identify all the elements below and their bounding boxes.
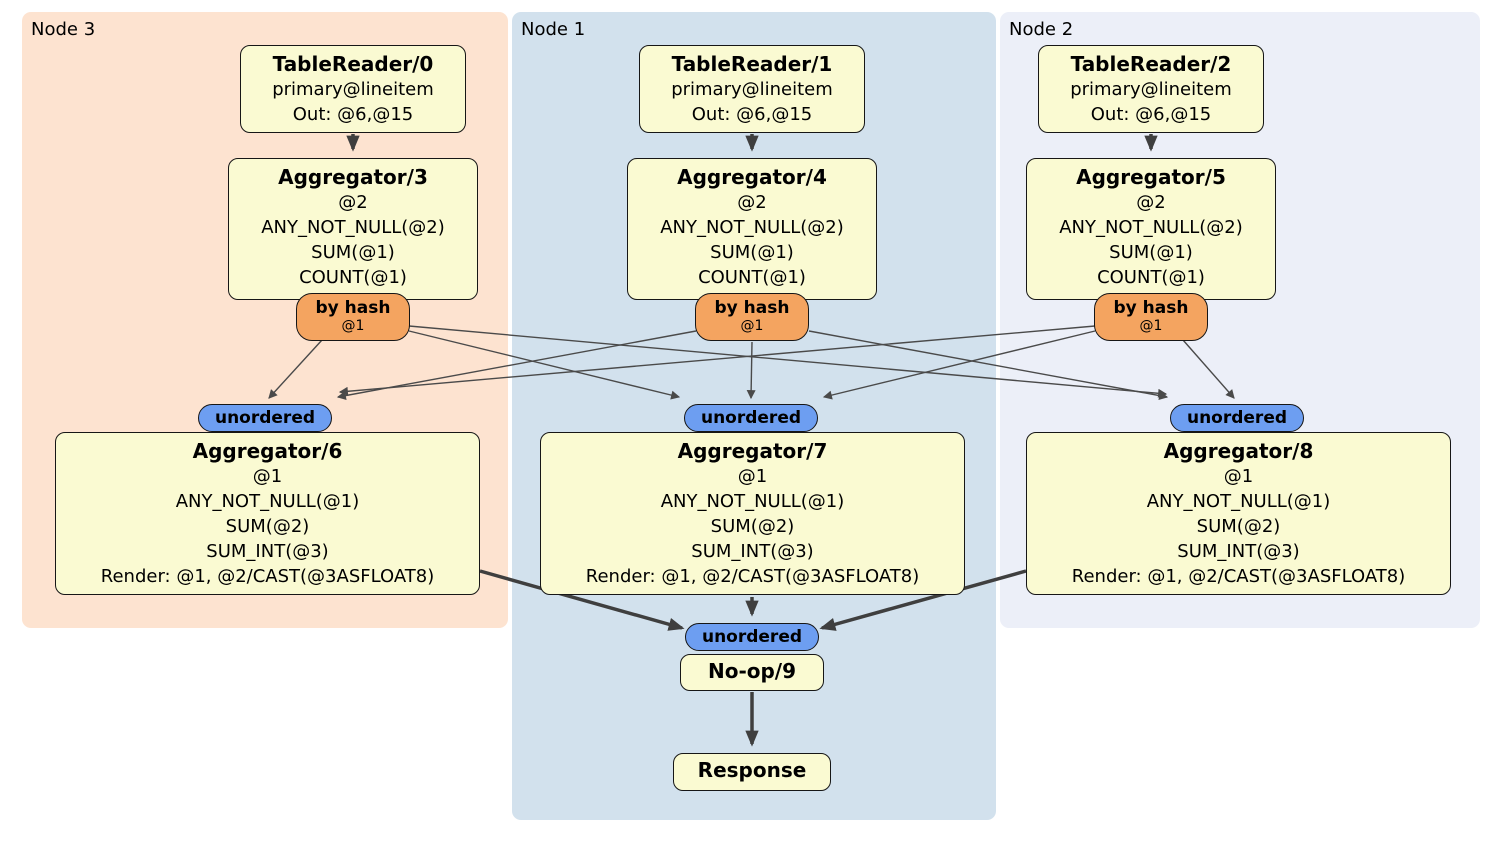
processor-title: Response: [697, 758, 807, 782]
processor-aggregator-4: Aggregator/4 @2 ANY_NOT_NULL(@2) SUM(@1)…: [627, 158, 877, 300]
processor-noop-9: No-op/9: [680, 654, 824, 691]
processor-title: Aggregator/5: [1076, 165, 1226, 189]
stream-unordered-node1: unordered: [684, 404, 818, 432]
processor-detail: COUNT(@1): [1097, 267, 1205, 288]
processor-aggregator-5: Aggregator/5 @2 ANY_NOT_NULL(@2) SUM(@1)…: [1026, 158, 1276, 300]
router-label: by hash: [1113, 298, 1189, 318]
processor-detail: ANY_NOT_NULL(@2): [660, 217, 844, 238]
processor-response: Response: [673, 753, 831, 791]
processor-detail: primary@lineitem: [1070, 79, 1232, 100]
router-by-hash-node3: by hash @1: [296, 293, 410, 341]
processor-detail: Out: @6,@15: [691, 104, 813, 125]
router-detail: @1: [740, 318, 764, 334]
processor-detail: ANY_NOT_NULL(@1): [1146, 491, 1331, 512]
processor-detail: SUM(@1): [311, 242, 395, 263]
processor-detail: @1: [252, 466, 283, 487]
processor-detail: @2: [1136, 192, 1166, 213]
processor-detail: Out: @6,@15: [292, 104, 414, 125]
processor-aggregator-3: Aggregator/3 @2 ANY_NOT_NULL(@2) SUM(@1)…: [228, 158, 478, 300]
processor-title: Aggregator/8: [1163, 439, 1314, 463]
processor-title: TableReader/0: [272, 52, 434, 76]
region-label: Node 3: [31, 19, 96, 40]
processor-aggregator-7: Aggregator/7 @1 ANY_NOT_NULL(@1) SUM(@2)…: [540, 432, 965, 595]
processor-detail: SUM(@2): [1196, 516, 1281, 537]
processor-detail: SUM(@2): [710, 516, 795, 537]
processor-detail: Render: @1, @2/CAST(@3ASFLOAT8): [1071, 566, 1406, 587]
processor-detail: Render: @1, @2/CAST(@3ASFLOAT8): [585, 566, 920, 587]
processor-detail: Render: @1, @2/CAST(@3ASFLOAT8): [100, 566, 435, 587]
processor-title: No-op/9: [707, 659, 797, 683]
processor-tablereader-1: TableReader/1 primary@lineitem Out: @6,@…: [639, 45, 865, 133]
processor-detail: COUNT(@1): [698, 267, 806, 288]
processor-title: Aggregator/7: [677, 439, 828, 463]
processor-detail: SUM(@1): [1109, 242, 1193, 263]
region-label: Node 2: [1009, 19, 1074, 40]
processor-detail: ANY_NOT_NULL(@2): [261, 217, 445, 238]
router-detail: @1: [1139, 318, 1163, 334]
processor-detail: @2: [737, 192, 767, 213]
router-detail: @1: [341, 318, 365, 334]
processor-tablereader-2: TableReader/2 primary@lineitem Out: @6,@…: [1038, 45, 1264, 133]
processor-detail: SUM(@1): [710, 242, 794, 263]
processor-title: TableReader/2: [1070, 52, 1232, 76]
router-label: by hash: [315, 298, 391, 318]
processor-detail: SUM(@2): [225, 516, 310, 537]
processor-detail: @1: [1223, 466, 1254, 487]
processor-tablereader-0: TableReader/0 primary@lineitem Out: @6,@…: [240, 45, 466, 133]
processor-detail: primary@lineitem: [671, 79, 833, 100]
processor-title: Aggregator/6: [192, 439, 343, 463]
router-label: by hash: [714, 298, 790, 318]
processor-detail: @1: [737, 466, 768, 487]
router-by-hash-node1: by hash @1: [695, 293, 809, 341]
processor-title: Aggregator/4: [677, 165, 827, 189]
processor-detail: ANY_NOT_NULL(@2): [1059, 217, 1243, 238]
processor-detail: primary@lineitem: [272, 79, 434, 100]
processor-detail: Out: @6,@15: [1090, 104, 1212, 125]
processor-aggregator-6: Aggregator/6 @1 ANY_NOT_NULL(@1) SUM(@2)…: [55, 432, 480, 595]
processor-detail: SUM_INT(@3): [206, 541, 329, 562]
processor-detail: COUNT(@1): [299, 267, 407, 288]
processor-detail: ANY_NOT_NULL(@1): [175, 491, 360, 512]
stream-unordered-node2: unordered: [1170, 404, 1304, 432]
processor-detail: ANY_NOT_NULL(@1): [660, 491, 845, 512]
processor-detail: SUM_INT(@3): [1177, 541, 1300, 562]
processor-title: Aggregator/3: [278, 165, 428, 189]
stream-unordered-node3: unordered: [198, 404, 332, 432]
processor-detail: @2: [338, 192, 368, 213]
region-label: Node 1: [521, 19, 586, 40]
processor-title: TableReader/1: [671, 52, 833, 76]
router-by-hash-node2: by hash @1: [1094, 293, 1208, 341]
processor-detail: SUM_INT(@3): [691, 541, 814, 562]
processor-aggregator-8: Aggregator/8 @1 ANY_NOT_NULL(@1) SUM(@2)…: [1026, 432, 1451, 595]
stream-unordered-final: unordered: [685, 623, 819, 651]
